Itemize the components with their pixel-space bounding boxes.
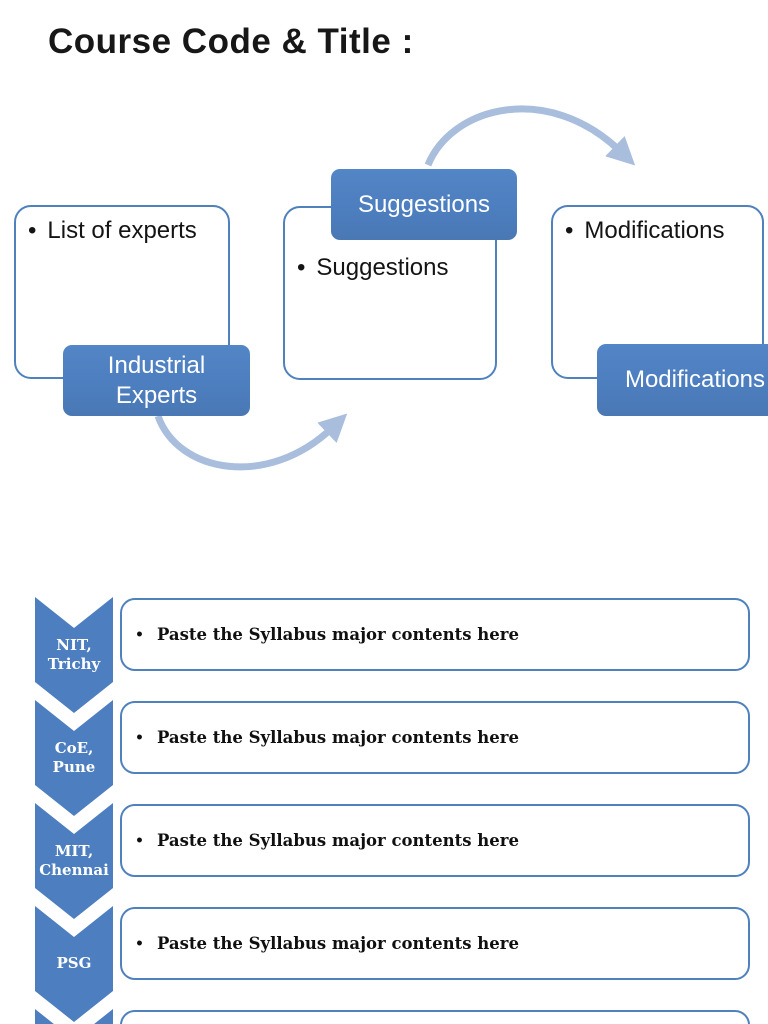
chevron-down-icon: CoE, Pune <box>35 700 113 816</box>
experts-panel-text: List of experts <box>47 217 197 244</box>
syllabus-content-box: • Paste the Syllabus major contents here <box>120 598 750 671</box>
syllabus-content-text: Paste the Syllabus major contents here <box>156 934 519 953</box>
bullet-icon: • <box>135 729 144 746</box>
bullet-icon: • <box>297 254 306 281</box>
modifications-label: Modifications <box>597 344 768 416</box>
list-item-partial <box>0 1009 768 1024</box>
chevron-down-icon <box>35 1009 113 1024</box>
page-title: Course Code & Title : <box>48 22 414 61</box>
syllabus-content-text: Paste the Syllabus major contents here <box>156 728 519 747</box>
syllabus-content-box <box>120 1010 750 1024</box>
modifications-panel-text: Modifications <box>584 217 725 244</box>
chevron-down-icon: NIT, Trichy <box>35 597 113 713</box>
expert-review-diagram: • List of experts • Suggestions • Modifi… <box>14 105 768 471</box>
curved-arrow-top-icon <box>424 105 636 167</box>
syllabus-content-box: • Paste the Syllabus major contents here <box>120 907 750 980</box>
chevron-down-icon: PSG <box>35 906 113 1022</box>
chevron-down-icon: MIT, Chennai <box>35 803 113 919</box>
list-item: PSG • Paste the Syllabus major contents … <box>0 906 768 1023</box>
syllabus-content-text: Paste the Syllabus major contents here <box>156 625 519 644</box>
bullet-icon: • <box>135 626 144 643</box>
syllabus-content-box: • Paste the Syllabus major contents here <box>120 804 750 877</box>
suggestions-label: Suggestions <box>331 169 517 240</box>
suggestions-panel-text: Suggestions <box>316 254 449 281</box>
bullet-icon: • <box>565 217 574 244</box>
list-item: CoE, Pune • Paste the Syllabus major con… <box>0 700 768 817</box>
list-item: NIT, Trichy • Paste the Syllabus major c… <box>0 597 768 714</box>
industrial-experts-label: Industrial Experts <box>63 345 250 416</box>
bullet-icon: • <box>28 217 37 244</box>
bullet-icon: • <box>135 832 144 849</box>
syllabus-content-box: • Paste the Syllabus major contents here <box>120 701 750 774</box>
syllabus-content-text: Paste the Syllabus major contents here <box>156 831 519 850</box>
list-item: MIT, Chennai • Paste the Syllabus major … <box>0 803 768 920</box>
curved-arrow-bottom-icon <box>154 413 348 471</box>
bullet-icon: • <box>135 935 144 952</box>
